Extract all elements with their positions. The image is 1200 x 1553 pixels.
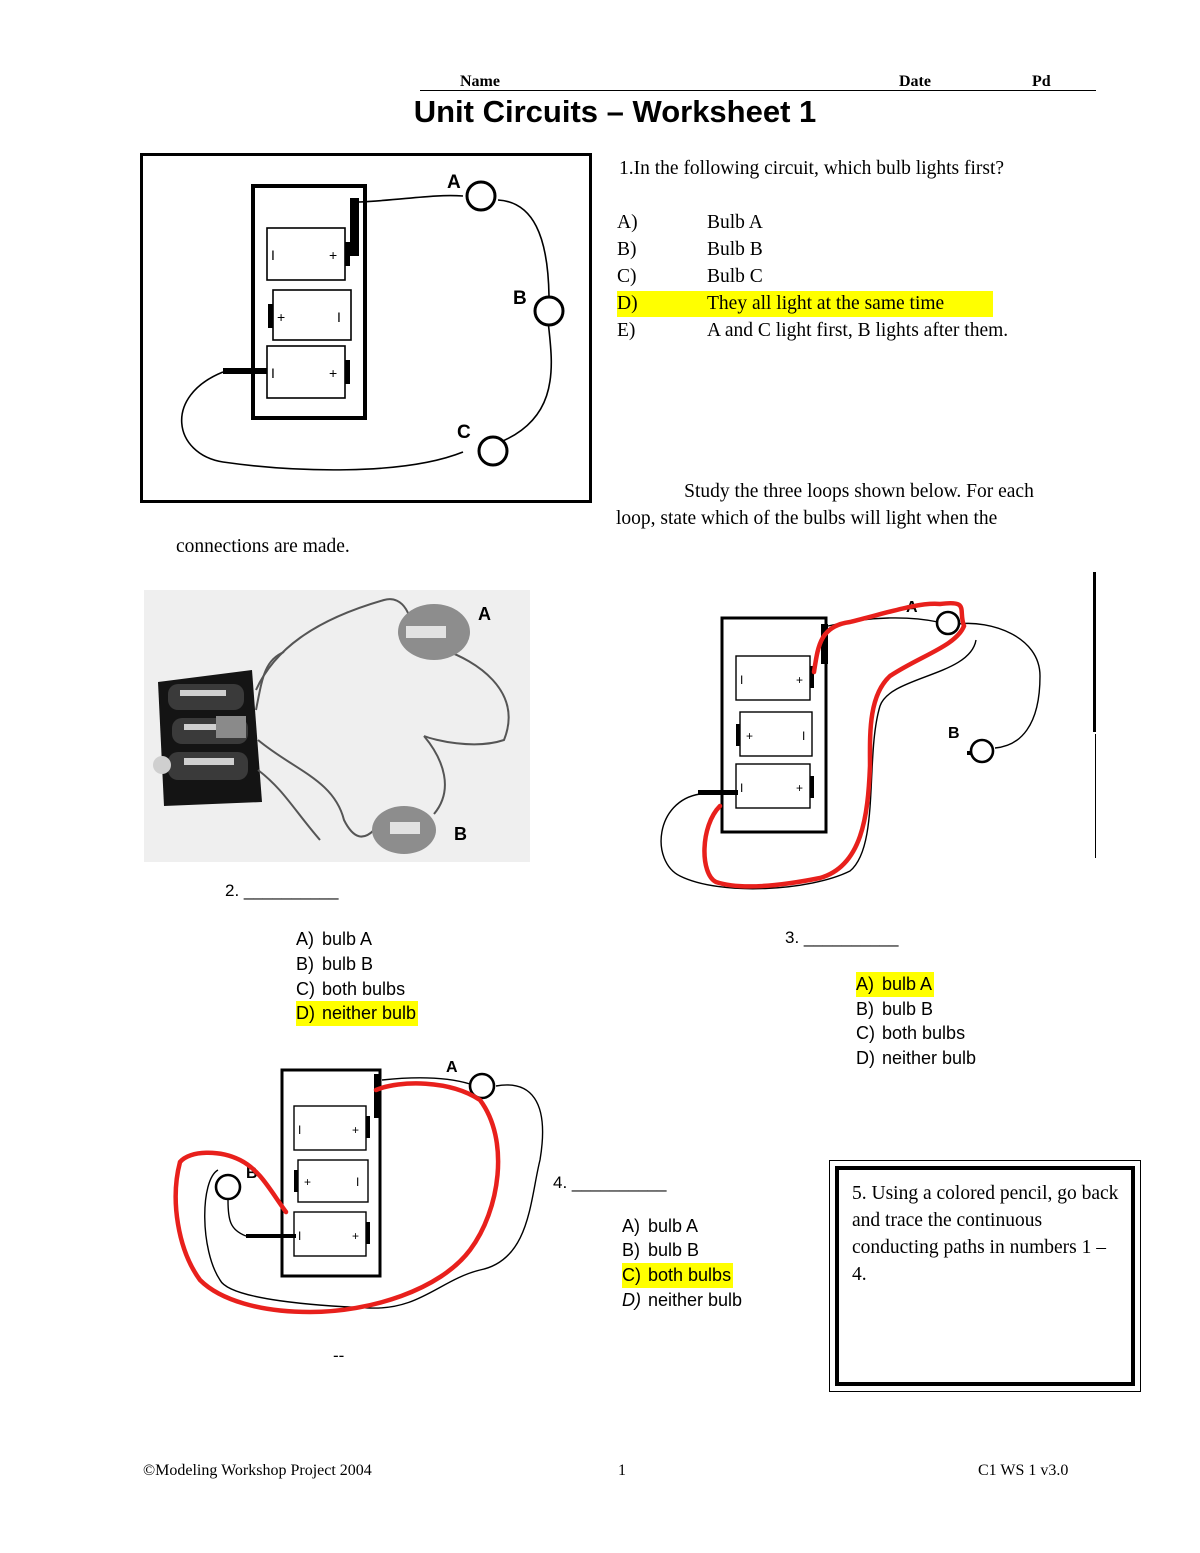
svg-text:I: I (298, 1229, 301, 1243)
svg-text:+: + (329, 365, 337, 381)
q3-option-c[interactable]: C)both bulbs (856, 1023, 966, 1043)
q3-option-d[interactable]: D)neither bulb (856, 1048, 977, 1068)
footer-worksheet-code: C1 WS 1 v3.0 (978, 1462, 1069, 1479)
svg-text:I: I (740, 673, 743, 687)
q3-bulb-b-label: B (948, 725, 960, 742)
q3-answer-blank[interactable]: 3. __________ (785, 928, 899, 947)
svg-text:+: + (796, 673, 803, 687)
q4-option-d[interactable]: D)neither bulb (622, 1290, 743, 1310)
q2-bulb-b-label: B (454, 824, 467, 844)
svg-text:I: I (740, 781, 743, 795)
q1-option-b[interactable]: B)Bulb B (617, 239, 763, 260)
q1-circuit-diagram: I + + I I + A B C (180, 172, 565, 471)
q1-bulb-b-label: B (513, 288, 527, 309)
svg-text:I: I (298, 1123, 301, 1137)
q2-option-b[interactable]: B)bulb B (296, 954, 374, 974)
footer-page-number: 1 (618, 1462, 626, 1479)
q1-option-c[interactable]: C)Bulb C (617, 266, 763, 287)
q4-option-c[interactable]: C)both bulbs (622, 1263, 734, 1288)
q2-option-c[interactable]: C)both bulbs (296, 979, 406, 999)
svg-text:I: I (271, 247, 275, 263)
q1-circuit-frame: I + + I I + A B C (140, 153, 592, 503)
instructions-line-2: loop, state which of the bulbs will ligh… (616, 508, 998, 529)
q2-option-a[interactable]: A)bulb A (296, 929, 373, 949)
q4-option-a[interactable]: A)bulb A (622, 1216, 699, 1236)
svg-text:+: + (304, 1175, 311, 1189)
q1-bulb-a-label: A (447, 172, 461, 193)
svg-text:I: I (271, 365, 275, 381)
q4-bulb-b-label: B (246, 1165, 258, 1182)
svg-text:+: + (277, 309, 285, 325)
q3-option-b[interactable]: B)bulb B (856, 999, 934, 1019)
svg-text:I: I (337, 309, 341, 325)
page-title: Unit Circuits – Worksheet 1 (413, 94, 817, 129)
q2-circuit-photo: A B (144, 590, 530, 867)
date-label: Date (899, 73, 931, 90)
svg-text:+: + (352, 1229, 359, 1243)
q1-option-a[interactable]: A)Bulb A (617, 212, 763, 233)
q2-option-d[interactable]: D)neither bulb (296, 1001, 419, 1026)
q5-box (835, 1166, 1135, 1386)
svg-text:+: + (352, 1123, 359, 1137)
q1-option-e[interactable]: E)A and C light first, B lights after th… (617, 320, 1009, 341)
svg-text:+: + (746, 729, 753, 743)
q5-instructions: 5. Using a colored pencil, go back and t… (852, 1183, 1119, 1285)
svg-text:I: I (356, 1175, 359, 1189)
q4-option-b[interactable]: B)bulb B (622, 1240, 700, 1260)
stray-dash-mark: -- (333, 1346, 345, 1365)
period-label: Pd (1032, 73, 1051, 90)
q1-bulb-c-label: C (457, 422, 471, 443)
header-underline (420, 90, 1096, 91)
svg-text:+: + (329, 247, 337, 263)
q3-circuit-diagram: I+ +I I+ A B (640, 566, 1110, 911)
q4-answer-blank[interactable]: 4. __________ (553, 1173, 667, 1192)
q4-bulb-a-label: A (446, 1059, 458, 1076)
q2-bulb-a-label: A (478, 604, 491, 624)
q5-outer-border (829, 1160, 1141, 1392)
instructions-line-3: connections are made. (176, 536, 350, 557)
name-label: Name (460, 73, 500, 90)
svg-text:I: I (802, 729, 805, 743)
footer-copyright: ©Modeling Workshop Project 2004 (143, 1462, 372, 1479)
q1-option-d[interactable]: D)They all light at the same time (617, 291, 993, 317)
q2-answer-blank[interactable]: 2. __________ (225, 881, 339, 900)
q4-circuit-diagram: I + + I I + A B (170, 1050, 550, 1330)
q3-option-a[interactable]: A)bulb A (856, 972, 935, 997)
instructions-line-1: Study the three loops shown below. For e… (684, 481, 1034, 502)
svg-text:+: + (796, 781, 803, 795)
q1-question: 1.In the following circuit, which bulb l… (619, 158, 1005, 179)
